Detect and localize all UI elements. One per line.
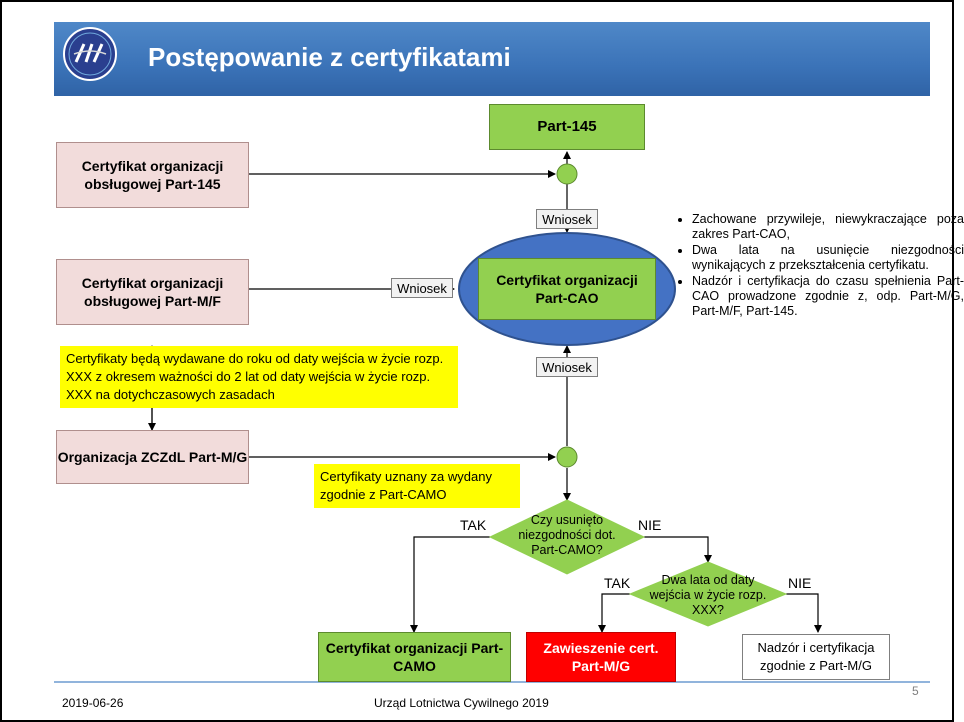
cert145-box: Certyfikat organizacji obsługowej Part-1…	[56, 142, 249, 208]
bullet-item: Zachowane przywileje, niewykraczające po…	[692, 212, 964, 242]
wniosek-label-1: Wniosek	[536, 209, 598, 229]
bullet-list: Zachowane przywileje, niewykraczające po…	[676, 212, 964, 320]
ulc-logo-icon	[63, 27, 117, 81]
wniosek-label-3: Wniosek	[536, 357, 598, 377]
footer-org: Urząd Lotnictwa Cywilnego 2019	[374, 696, 549, 710]
yellow-note-2: Certyfikaty uznany za wydany zgodnie z P…	[314, 464, 520, 508]
tak-label-1: TAK	[460, 517, 487, 533]
title-bar	[54, 22, 930, 96]
arrow-tak1-camo	[410, 536, 490, 633]
part145-top-box: Part-145	[489, 104, 645, 150]
arrow-nie1-diamond2	[644, 536, 712, 563]
junction-circle-2	[556, 446, 578, 468]
certmf-box: Certyfikat organizacji obsługowej Part-M…	[56, 259, 249, 325]
tak-label-2: TAK	[604, 575, 631, 591]
arrow-tak2-suspend	[598, 593, 630, 633]
decision-diamond-1	[488, 499, 646, 575]
suspend-box: Zawieszenie cert. Part-M/G	[526, 632, 676, 682]
page-title: Postępowanie z certyfikatami	[148, 42, 511, 72]
page-number: 5	[912, 684, 919, 698]
zczdl-box: Organizacja ZCZdL Part-M/G	[56, 430, 249, 484]
footer-date: 2019-06-26	[62, 696, 124, 710]
bullet-item: Nadzór i certyfikacja do czasu spełnieni…	[692, 274, 964, 319]
yellow-note-1: Certyfikaty będą wydawane do roku od dat…	[60, 346, 458, 408]
arrow-nie2-supervision	[786, 593, 822, 633]
camo-box: Certyfikat organizacji Part-CAMO	[318, 632, 511, 682]
nie-label-2: NIE	[788, 575, 812, 591]
decision-2-text: Dwa lata od daty wejścia w życie rozp. X…	[649, 573, 767, 617]
junction-circle-1	[556, 163, 578, 185]
supervision-box: Nadzór i certyfikacja zgodnie z Part-M/G	[742, 634, 890, 680]
decision-diamond-2	[628, 561, 788, 627]
cao-box: Certyfikat organizacji Part-CAO	[478, 258, 656, 320]
nie-label-1: NIE	[638, 517, 662, 533]
bullet-item: Dwa lata na usunięcie niezgodności wynik…	[692, 243, 964, 273]
decision-1-text: Czy usunięto niezgodności dot. Part-CAMO…	[518, 513, 616, 557]
wniosek-label-2: Wniosek	[391, 278, 453, 298]
